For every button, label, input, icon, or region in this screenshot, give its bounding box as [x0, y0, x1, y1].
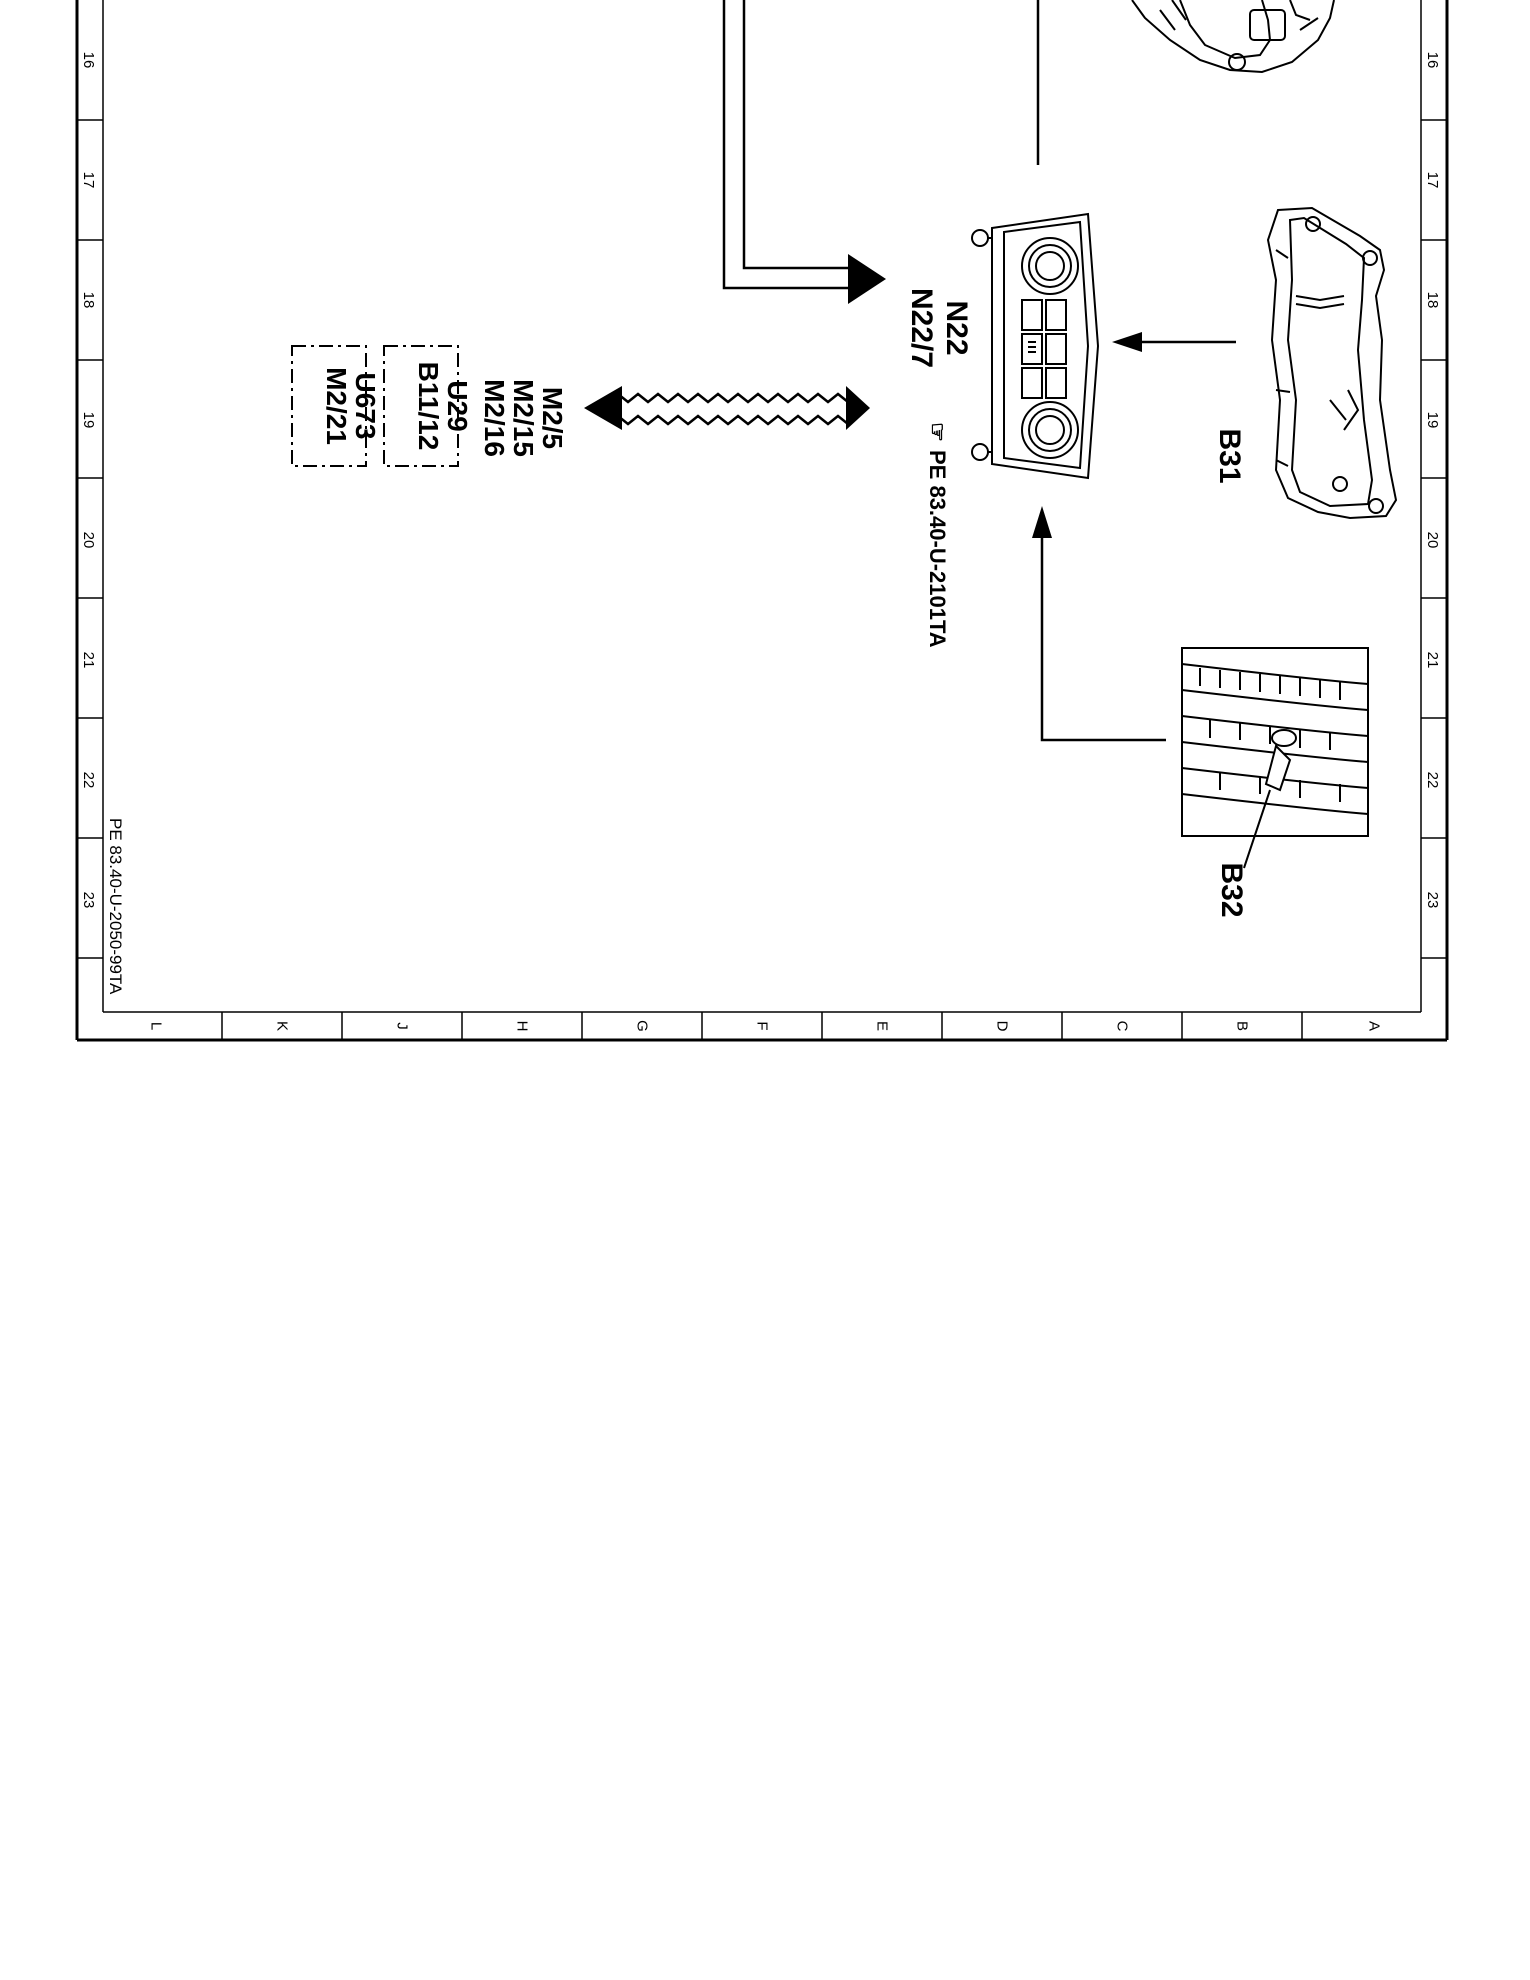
row-number-17: 17	[1424, 172, 1441, 189]
row-number-21: 21	[80, 652, 97, 669]
row-number-16: 16	[1424, 52, 1441, 69]
row-numbers-right: 16 17 18 19 20 21 22 23	[1424, 52, 1441, 909]
row-number-19: 19	[1424, 412, 1441, 429]
row-number-18: 18	[1424, 292, 1441, 309]
module-label-m2-21: M2/21	[321, 367, 352, 445]
row-number-18: 18	[80, 292, 97, 309]
column-letter-a: A	[1366, 1021, 1383, 1031]
column-letter-c: C	[1114, 1021, 1131, 1032]
reference-note: ☞ PE 83.40-U-2101TA	[925, 422, 950, 648]
column-letter-d: D	[994, 1021, 1011, 1032]
module-group-2-box	[291, 345, 367, 467]
column-letter-e: E	[874, 1021, 891, 1031]
sensor-b32-illustration	[1181, 647, 1369, 869]
b32-label: B32	[1215, 862, 1248, 917]
column-letters: L K J H G F E D C B A	[148, 1020, 1383, 1032]
module-label-u673: U673	[350, 373, 381, 440]
column-letter-b: B	[1234, 1021, 1251, 1031]
column-letter-l: L	[148, 1022, 165, 1030]
bus-module-list: M2/5 M2/15 M2/16 U29 B11/12 U673 M2/21	[291, 345, 568, 467]
input-signal-arrow	[722, 0, 886, 304]
n22-7-label: N22/7	[905, 288, 938, 368]
n22-label: N22	[940, 300, 973, 355]
row-number-21: 21	[1424, 652, 1441, 669]
row-number-22: 22	[1424, 772, 1441, 789]
module-label-m2-16: M2/16	[479, 379, 510, 457]
row-numbers-left: 16 17 18 19 20 21 22 23	[80, 52, 97, 909]
row-number-19: 19	[80, 412, 97, 429]
row-number-23: 23	[1424, 892, 1441, 909]
b31-label: B31	[1213, 428, 1246, 483]
sensor-b31-illustration	[1266, 206, 1398, 520]
row-number-16: 16	[80, 52, 97, 69]
row-number-23: 23	[80, 892, 97, 909]
b32-signal-arrow	[1032, 506, 1166, 742]
row-number-20: 20	[1424, 532, 1441, 549]
row-number-20: 20	[80, 532, 97, 549]
top-component-illustration	[1131, 0, 1335, 74]
reference-text: PE 83.40-U-2101TA	[925, 450, 950, 648]
drawing-frame	[75, 0, 1449, 1042]
module-label-m2-5: M2/5	[537, 387, 568, 449]
reference-hand-icon: ☞	[925, 422, 950, 442]
module-label-u29: U29	[442, 380, 473, 431]
row-number-17: 17	[80, 172, 97, 189]
column-letter-g: G	[634, 1020, 651, 1032]
column-letter-k: K	[274, 1021, 291, 1031]
row-number-22: 22	[80, 772, 97, 789]
column-letter-f: F	[754, 1021, 771, 1030]
document-id: PE 83.40-U-2050-99TA	[106, 818, 125, 995]
module-label-b11-12: B11/12	[413, 362, 444, 451]
b31-signal-arrow	[1112, 332, 1236, 352]
column-letter-h: H	[514, 1021, 531, 1032]
data-bus-arrow	[584, 386, 870, 430]
climate-control-unit-illustration	[971, 212, 1100, 480]
column-letter-j: J	[394, 1022, 411, 1030]
module-group-1-box	[383, 345, 459, 467]
module-label-m2-15: M2/15	[508, 379, 539, 457]
